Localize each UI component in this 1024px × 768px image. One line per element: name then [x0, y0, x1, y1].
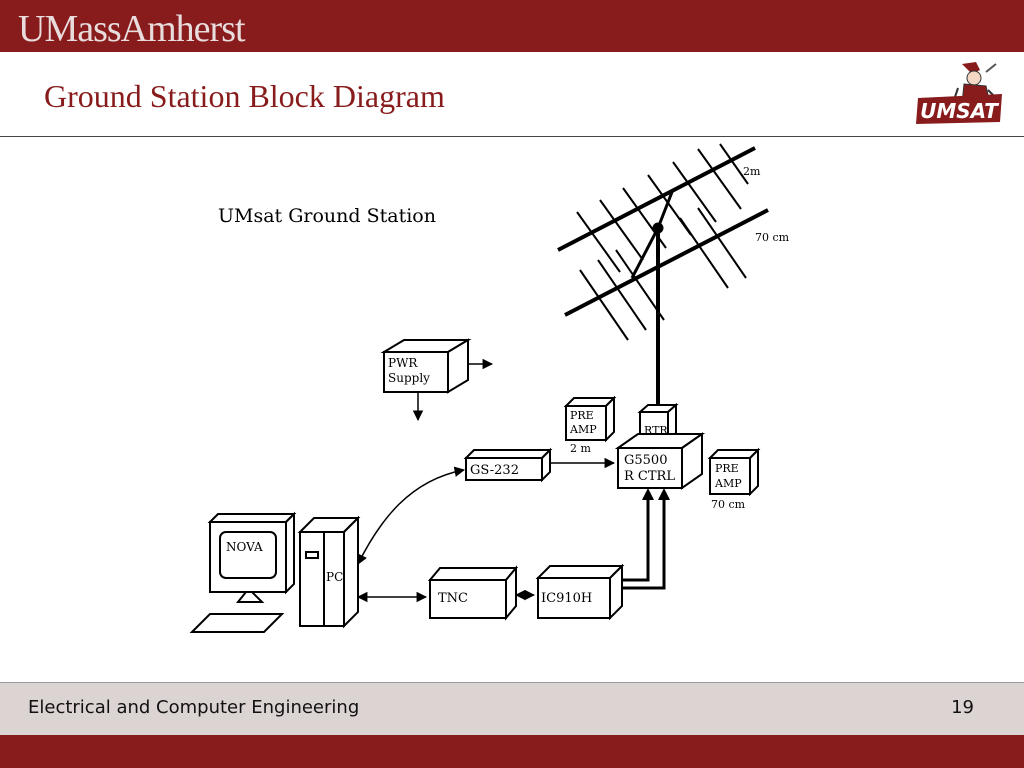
preamp-2m-label-1: PRE	[570, 409, 594, 422]
brand-wordmark: UMassAmherst	[18, 8, 246, 50]
rotator-controller-box	[614, 432, 706, 490]
power-supply-box	[380, 338, 472, 394]
antenna	[557, 143, 769, 406]
title-divider	[0, 136, 1024, 137]
controller-label-1: G5500	[624, 453, 667, 468]
pc-tower	[297, 515, 361, 629]
header-bar: UMassAmherst	[0, 0, 1024, 52]
antenna-2m-label: 2m	[743, 165, 761, 178]
gs232-box	[463, 447, 553, 483]
preamp-70cm-label-1: PRE	[715, 462, 739, 475]
power-supply-label-1: PWR	[388, 356, 418, 370]
preamp-70cm-band: 70 cm	[711, 498, 746, 511]
logo-text: UMSAT	[920, 99, 999, 123]
diagram-caption: UMsat Ground Station	[218, 205, 436, 227]
page-number: 19	[951, 697, 974, 718]
tnc-label: TNC	[438, 591, 468, 606]
preamp-70cm-box	[707, 447, 761, 497]
department-label: Electrical and Computer Engineering	[28, 697, 360, 718]
pc-label: PC	[326, 570, 343, 584]
antenna-70cm-label: 70 cm	[755, 231, 790, 244]
gs232-label: GS-232	[470, 463, 519, 478]
umsat-logo: UMSAT	[916, 62, 1002, 124]
radio-box	[535, 563, 625, 621]
preamp-2m-label-2: AMP	[569, 423, 597, 436]
power-supply-label-2: Supply	[388, 371, 430, 385]
controller-label-2: R CTRL	[624, 469, 675, 484]
preamp-70cm-label-2: AMP	[714, 477, 742, 490]
preamp-2m-band: 2 m	[570, 442, 591, 455]
footer-bar: Electrical and Computer Engineering 19	[0, 682, 1024, 735]
radio-label: IC910H	[541, 591, 592, 606]
monitor-label: NOVA	[226, 540, 263, 554]
monitor	[189, 511, 297, 633]
page-title: Ground Station Block Diagram	[44, 78, 445, 114]
tnc-box	[427, 565, 519, 621]
ground-station-diagram: UMsat Ground Station 2m 70 cm PWR Supply	[189, 143, 790, 633]
preamp-2m-box	[563, 395, 617, 443]
feed-lines	[622, 492, 666, 590]
bottom-bar	[0, 735, 1024, 768]
